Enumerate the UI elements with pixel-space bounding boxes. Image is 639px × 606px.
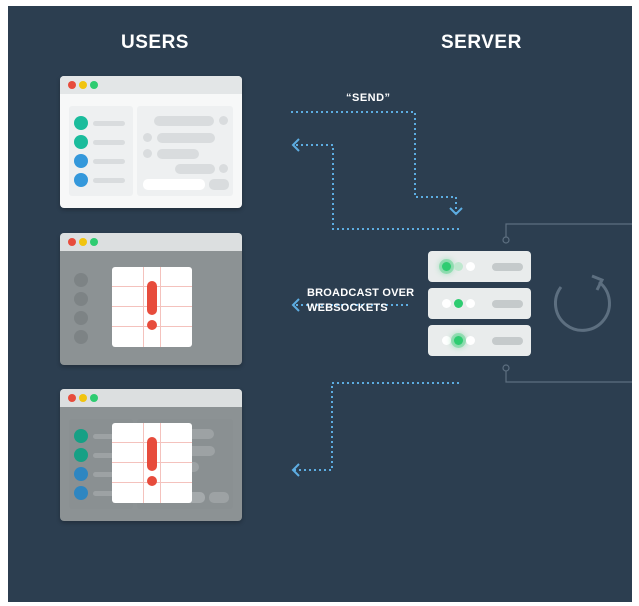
exclamation-icon <box>147 437 157 471</box>
close-dot-icon <box>68 81 76 89</box>
user-window-1 <box>60 76 242 208</box>
send-button-shape <box>209 179 229 190</box>
broadcast-arrow-head <box>291 298 300 312</box>
contact-list <box>69 263 133 353</box>
user-icon <box>74 154 88 168</box>
avatar <box>143 133 152 142</box>
contact-name-line <box>93 178 125 183</box>
message-bubble <box>157 149 199 159</box>
alert-card <box>112 423 192 503</box>
return-arrow-3-head <box>291 463 300 477</box>
drive-slot <box>492 263 523 271</box>
status-led-icon <box>454 262 463 271</box>
send-button-shape <box>209 492 229 503</box>
contact-name-line <box>93 453 125 458</box>
exclamation-dot <box>147 476 157 486</box>
user-icon <box>74 135 88 149</box>
status-led-icon <box>442 299 451 308</box>
exclamation-icon <box>147 281 157 315</box>
avatar <box>219 164 228 173</box>
message-bubble <box>157 133 215 143</box>
server-unit-1 <box>428 251 531 282</box>
broadcast-label-line-2: WEBSOCKETS <box>307 302 388 314</box>
send-arrow-head <box>449 207 463 216</box>
user-icon <box>74 173 88 187</box>
message-bubble <box>154 116 214 126</box>
message-input <box>143 179 205 190</box>
send-label: “SEND” <box>346 92 391 104</box>
status-led-icon <box>466 336 475 345</box>
contact-list <box>69 106 133 196</box>
status-led-icon <box>454 336 463 345</box>
contact-name-line <box>93 491 125 496</box>
contact-name-line <box>93 472 125 477</box>
contact-name-line <box>93 121 125 126</box>
connector-layer <box>291 111 632 477</box>
users-heading: USERS <box>121 32 189 53</box>
user-icon <box>74 292 88 306</box>
server-link-bottom <box>505 366 632 383</box>
contact-name-line <box>93 159 125 164</box>
user-icon <box>74 330 88 344</box>
status-led-icon <box>442 336 451 345</box>
user-window-3 <box>60 389 242 521</box>
user-icon <box>74 448 88 462</box>
drive-slot <box>492 300 523 308</box>
message-bubble <box>175 164 215 174</box>
contact-name-line <box>93 434 125 439</box>
user-icon <box>74 467 88 481</box>
chat-panel <box>137 106 233 196</box>
maximize-dot-icon <box>90 394 98 402</box>
user-icon <box>74 486 88 500</box>
maximize-dot-icon <box>90 238 98 246</box>
user-window-2 <box>60 233 242 365</box>
return-arrow-1 <box>294 144 459 230</box>
avatar <box>143 149 152 158</box>
user-icon <box>74 311 88 325</box>
server-unit-2 <box>428 288 531 319</box>
broadcast-label-line-1: BROADCAST OVER <box>307 287 415 299</box>
return-arrow-1-head <box>291 138 300 152</box>
window-titlebar <box>60 76 242 94</box>
diagram-canvas: USERS SERVER <box>8 6 632 602</box>
avatar <box>219 116 228 125</box>
alert-card <box>112 267 192 347</box>
contact-name-line <box>93 140 125 145</box>
server-unit-3 <box>428 325 531 356</box>
user-icon <box>74 273 88 287</box>
refresh-icon <box>553 274 611 332</box>
close-dot-icon <box>68 238 76 246</box>
return-arrow-3 <box>294 382 459 471</box>
server-heading: SERVER <box>441 32 522 53</box>
close-dot-icon <box>68 394 76 402</box>
exclamation-dot <box>147 320 157 330</box>
send-arrow <box>291 111 457 213</box>
minimize-dot-icon <box>79 394 87 402</box>
user-icon <box>74 429 88 443</box>
status-led-icon <box>466 299 475 308</box>
user-icon <box>74 116 88 130</box>
maximize-dot-icon <box>90 81 98 89</box>
status-led-icon <box>442 262 451 271</box>
server-link-top <box>505 223 632 242</box>
status-led-icon <box>466 262 475 271</box>
broadcast-label: BROADCAST OVER WEBSOCKETS <box>307 286 414 316</box>
drive-slot <box>492 337 523 345</box>
window-titlebar <box>60 233 242 251</box>
window-titlebar <box>60 389 242 407</box>
status-led-icon <box>454 299 463 308</box>
minimize-dot-icon <box>79 81 87 89</box>
minimize-dot-icon <box>79 238 87 246</box>
